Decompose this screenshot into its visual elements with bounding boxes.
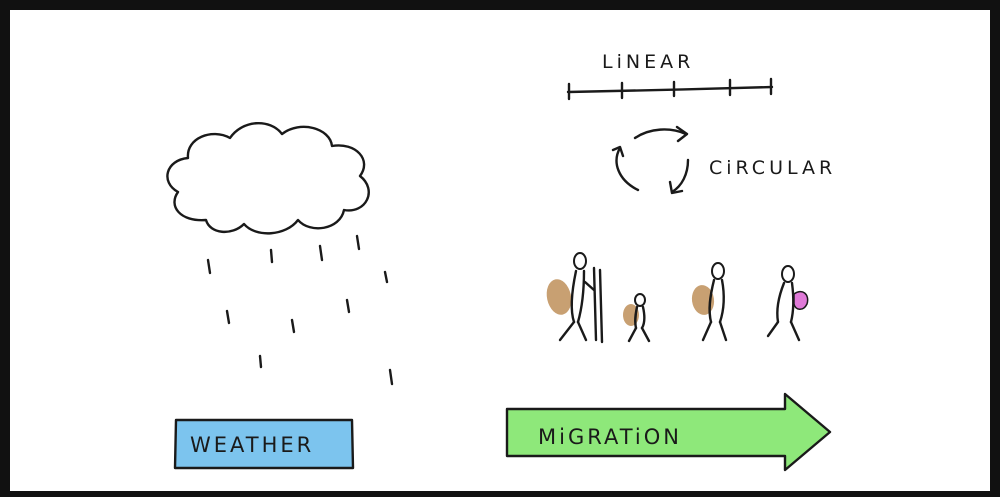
linear-timeline-icon <box>566 77 774 101</box>
weather-label: WEATHER <box>190 433 314 457</box>
circular-label: CiRCULAR <box>709 157 836 179</box>
diagram-canvas: LiNEAR CiRCULAR <box>166 51 836 472</box>
child-hiker <box>623 293 651 343</box>
hiker-with-stick <box>546 252 604 344</box>
hiker-with-backpack <box>691 262 728 342</box>
weather-label-box: WEATHER <box>173 418 355 470</box>
rain-icon <box>206 234 394 386</box>
migration-arrow: MiGRATiON <box>505 392 832 472</box>
linear-label: LiNEAR <box>602 51 694 73</box>
walker-with-pink-bag <box>766 265 809 342</box>
cloud-icon <box>166 121 370 235</box>
circular-arrows-icon <box>611 125 690 195</box>
walking-people-icon <box>546 252 809 344</box>
migration-label: MiGRATiON <box>538 425 682 449</box>
